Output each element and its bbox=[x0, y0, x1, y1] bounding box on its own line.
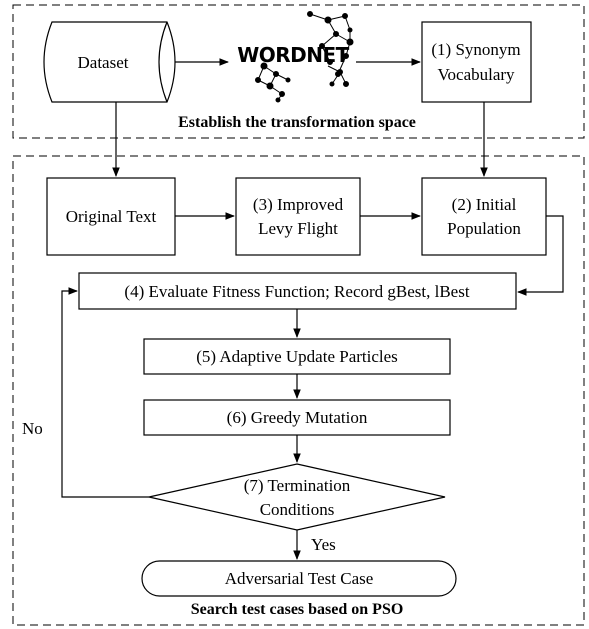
initial-population-node bbox=[421, 177, 547, 256]
dataset-label: Dataset bbox=[78, 53, 129, 72]
levy-flight-label-line1: (3) Improved bbox=[253, 195, 344, 214]
initial-population-label-line1: (2) Initial bbox=[452, 195, 517, 214]
edge-yes-label: Yes bbox=[311, 535, 336, 554]
levy-flight-node bbox=[235, 177, 361, 256]
termination-label-line1: (7) Termination bbox=[244, 476, 351, 495]
edge-initialpopulation-evaluate bbox=[517, 215, 564, 296]
evaluate-fitness-node bbox=[78, 272, 517, 310]
edge-no-label: No bbox=[22, 419, 43, 438]
levy-flight-label-line2: Levy Flight bbox=[258, 219, 338, 238]
greedy-mutation-label: (6) Greedy Mutation bbox=[227, 408, 368, 427]
adaptive-update-node bbox=[143, 338, 451, 375]
adversarial-test-case-label: Adversarial Test Case bbox=[225, 569, 374, 588]
wordnet-logo bbox=[255, 11, 354, 103]
wordnet-wordmark: WORDNET bbox=[237, 43, 349, 67]
evaluate-fitness-label: (4) Evaluate Fitness Function; Record gB… bbox=[124, 282, 469, 301]
synonym-vocabulary-label-line1: (1) Synonym bbox=[431, 40, 520, 59]
top-section-frame bbox=[12, 4, 585, 139]
synonym-vocabulary-label-line2: Vocabulary bbox=[437, 65, 515, 84]
termination-decision-node bbox=[148, 463, 446, 531]
adversarial-test-case-node bbox=[141, 560, 457, 597]
termination-label-line2: Conditions bbox=[260, 500, 335, 519]
bottom-section-title: Search test cases based on PSO bbox=[191, 601, 404, 618]
synonym-vocabulary-node bbox=[421, 21, 532, 103]
edge-termination-no-loop bbox=[61, 287, 149, 498]
original-text-node bbox=[46, 177, 176, 256]
adaptive-update-label: (5) Adaptive Update Particles bbox=[196, 347, 398, 366]
top-section-title: Establish the transformation space bbox=[178, 114, 416, 131]
original-text-label: Original Text bbox=[66, 207, 157, 226]
dataset-node bbox=[43, 21, 176, 103]
initial-population-label-line2: Population bbox=[447, 219, 521, 238]
